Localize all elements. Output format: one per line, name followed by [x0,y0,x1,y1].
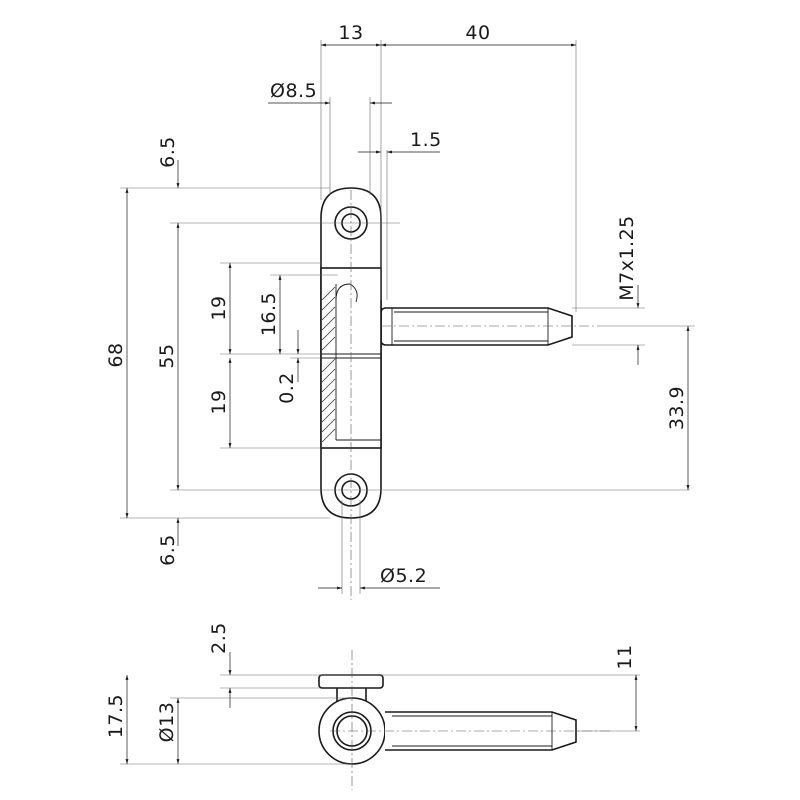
dim-pin-length-40: 40 [465,22,490,44]
dim-offset-13: 13 [338,22,363,44]
threaded-pin [380,307,573,346]
front-dimensions: 13 40 Ø8.5 1.5 6.5 68 55 19 [105,22,695,594]
side-neck [336,688,367,702]
dim-gap-0-2: 0.2 [276,372,298,404]
dim-lower-19: 19 [208,389,230,414]
dim-upper-19: 19 [208,295,230,320]
dim-side-17-5: 17.5 [105,694,127,738]
dim-pin-position-33-9: 33.9 [666,386,688,430]
front-view [320,187,600,600]
side-view [318,650,610,790]
dim-thread-m7: M7x1.25 [616,215,638,301]
dim-side-11: 11 [614,644,636,669]
dim-side-2-5: 2.5 [208,622,230,654]
dim-hole-diameter-5-2: Ø5.2 [380,565,427,587]
dim-diameter-8-5: Ø8.5 [270,80,317,102]
dim-overall-68: 68 [105,342,127,367]
dim-gap-1-5: 1.5 [410,129,442,151]
dim-upper-16-5: 16.5 [258,292,280,336]
side-dimensions: 2.5 17.5 Ø13 11 [105,622,640,765]
dim-side-diameter-13: Ø13 [156,702,178,743]
dim-hole-pitch-55: 55 [156,343,178,368]
side-flange [318,674,384,689]
dim-end-6-5-top: 6.5 [157,136,179,168]
dim-end-6-5-bottom: 6.5 [157,534,179,566]
